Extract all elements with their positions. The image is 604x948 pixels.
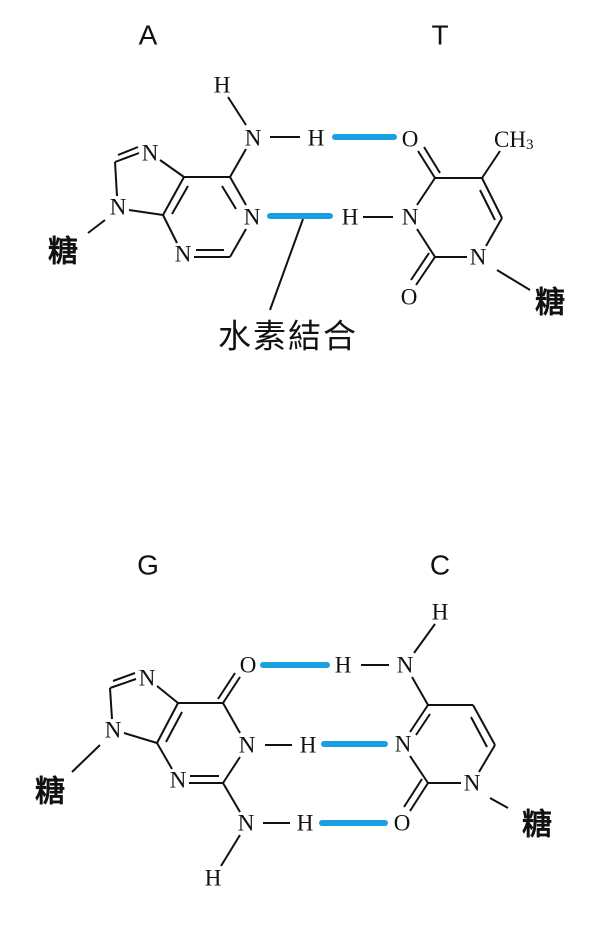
sugar-label: 糖 [48, 235, 78, 270]
atom-n: N [395, 732, 412, 757]
atom-h: H [432, 600, 449, 625]
atom-h: H [205, 866, 222, 891]
atom-h: H [300, 733, 317, 758]
guanine-bonds [71, 672, 292, 867]
atom-o: O [394, 811, 411, 836]
atom-n: N [397, 653, 414, 678]
cytosine-structure: H N H N N O 糖 [335, 600, 552, 843]
atom-n: N [238, 811, 255, 836]
base-label-cytosine: C [430, 550, 450, 581]
base-label-thymine: T [431, 20, 448, 51]
atom-h: H [335, 653, 352, 678]
atom-n: N [139, 666, 156, 691]
cytosine-bonds [361, 623, 509, 812]
subscript-3: 3 [526, 137, 534, 153]
atom-n: N [239, 733, 256, 758]
atom-n: N [244, 205, 261, 230]
atom-n: N [245, 126, 262, 151]
thymine-structure: O CH3 N H N O 糖 [342, 127, 565, 321]
hydrogen-bonds-at [267, 134, 397, 219]
atom-h: H [297, 811, 314, 836]
atom-n: N [470, 245, 487, 270]
guanine-structure: O N H N N N N H H 糖 [35, 653, 316, 891]
sugar-label: 糖 [535, 286, 565, 321]
atom-n: N [110, 195, 127, 220]
atom-ch: CH [494, 127, 526, 152]
atom-n: N [142, 141, 159, 166]
atom-n: N [105, 718, 122, 743]
hydrogen-bonds-gc [260, 662, 388, 826]
methyl-group: CH3 [494, 127, 533, 154]
thymine-bonds [363, 146, 531, 291]
guanine-cytosine-pair: G C O N H N N N N H H 糖 [35, 550, 552, 891]
adenine-bonds [87, 96, 300, 258]
atom-n: N [170, 768, 187, 793]
hydrogen-bond-label: 水素結合 [218, 317, 358, 356]
atom-n: N [402, 205, 419, 230]
adenine-thymine-pair: A T H N H N N N N 糖 [48, 20, 565, 356]
atom-o: O [401, 285, 418, 310]
leader-line [269, 218, 304, 311]
atom-n: N [464, 771, 481, 796]
atom-o: O [240, 653, 257, 678]
adenine-structure: H N H N N N N 糖 [48, 73, 324, 270]
atom-h: H [308, 126, 325, 151]
sugar-label: 糖 [35, 775, 65, 810]
atom-n: N [175, 242, 192, 267]
sugar-label: 糖 [522, 808, 552, 843]
base-label-guanine: G [137, 550, 159, 581]
atom-o: O [402, 127, 419, 152]
base-label-adenine: A [139, 20, 158, 51]
atom-h: H [342, 205, 359, 230]
atom-h: H [214, 73, 231, 98]
